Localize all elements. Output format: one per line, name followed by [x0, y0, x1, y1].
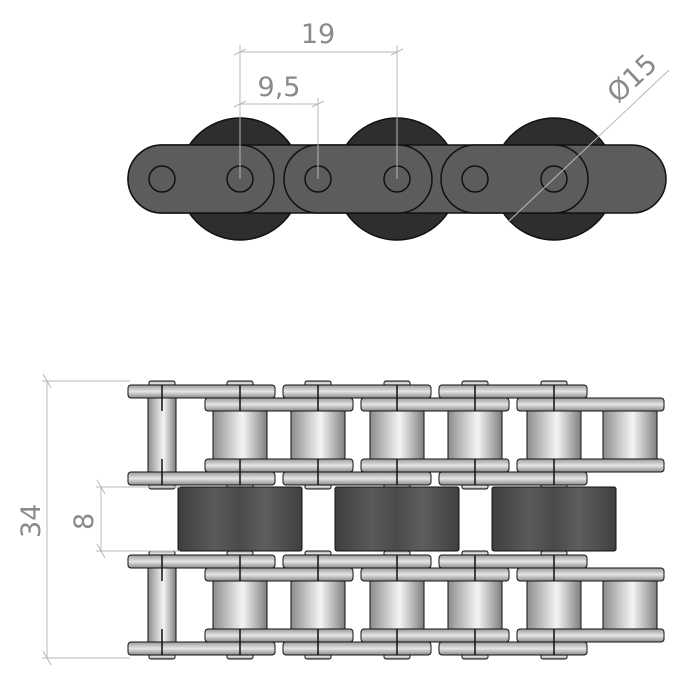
- bushing: [290, 410, 346, 461]
- inner-plate: [516, 458, 665, 473]
- inner-plate: [360, 567, 510, 582]
- inner-plate: [516, 397, 665, 412]
- dimension-pitch: 19: [233, 19, 404, 179]
- inner-plate: [516, 567, 665, 582]
- dimension-overall-width: 34: [16, 373, 130, 666]
- outer-plate: [127, 384, 276, 399]
- outer-plate: [282, 384, 432, 399]
- chain-top-view: [127, 117, 667, 241]
- bushing: [602, 410, 658, 461]
- center-roller: [177, 486, 303, 552]
- outer-plate: [438, 641, 588, 656]
- outer-plate: [438, 554, 588, 569]
- dimension-half-pitch: 9,5: [233, 72, 325, 179]
- outer-plate: [127, 554, 276, 569]
- chain-strand: [127, 550, 665, 660]
- inner-plate: [204, 567, 354, 582]
- link-plate: [440, 144, 589, 214]
- pin-hole: [148, 165, 176, 193]
- pin-hole: [461, 165, 489, 193]
- inner-plate: [204, 628, 354, 643]
- overall-width-label: 34: [16, 504, 47, 538]
- bushing: [212, 410, 268, 461]
- inner-plate: [204, 397, 354, 412]
- outer-plate: [438, 471, 588, 486]
- bushing: [447, 410, 503, 461]
- pitch-label: 19: [301, 19, 335, 50]
- outer-plate: [438, 384, 588, 399]
- inner-plate: [516, 628, 665, 643]
- center-roller: [334, 486, 460, 552]
- bushing: [602, 580, 658, 631]
- bushing: [447, 580, 503, 631]
- chain-strand: [127, 380, 665, 490]
- outer-plate: [127, 641, 276, 656]
- bushing: [526, 410, 582, 461]
- inner-plate: [204, 458, 354, 473]
- bushing: [369, 580, 425, 631]
- outer-plate: [127, 471, 276, 486]
- link-plate: [283, 144, 433, 214]
- center-roller: [491, 486, 617, 552]
- roller-width-label: 8: [69, 513, 100, 530]
- inner-plate: [360, 397, 510, 412]
- inner-plate: [360, 628, 510, 643]
- link-plate: [127, 144, 275, 214]
- outer-plate: [282, 471, 432, 486]
- chain-side-view: [127, 380, 665, 660]
- half-pitch-label: 9,5: [258, 72, 301, 103]
- bushing: [290, 580, 346, 631]
- bushing: [526, 580, 582, 631]
- dimension-roller-width: 8: [69, 479, 180, 559]
- roller-diameter-label: Ø15: [602, 49, 664, 110]
- bushing: [212, 580, 268, 631]
- outer-plate: [282, 641, 432, 656]
- outer-plate: [282, 554, 432, 569]
- inner-plate: [360, 458, 510, 473]
- bushing: [369, 410, 425, 461]
